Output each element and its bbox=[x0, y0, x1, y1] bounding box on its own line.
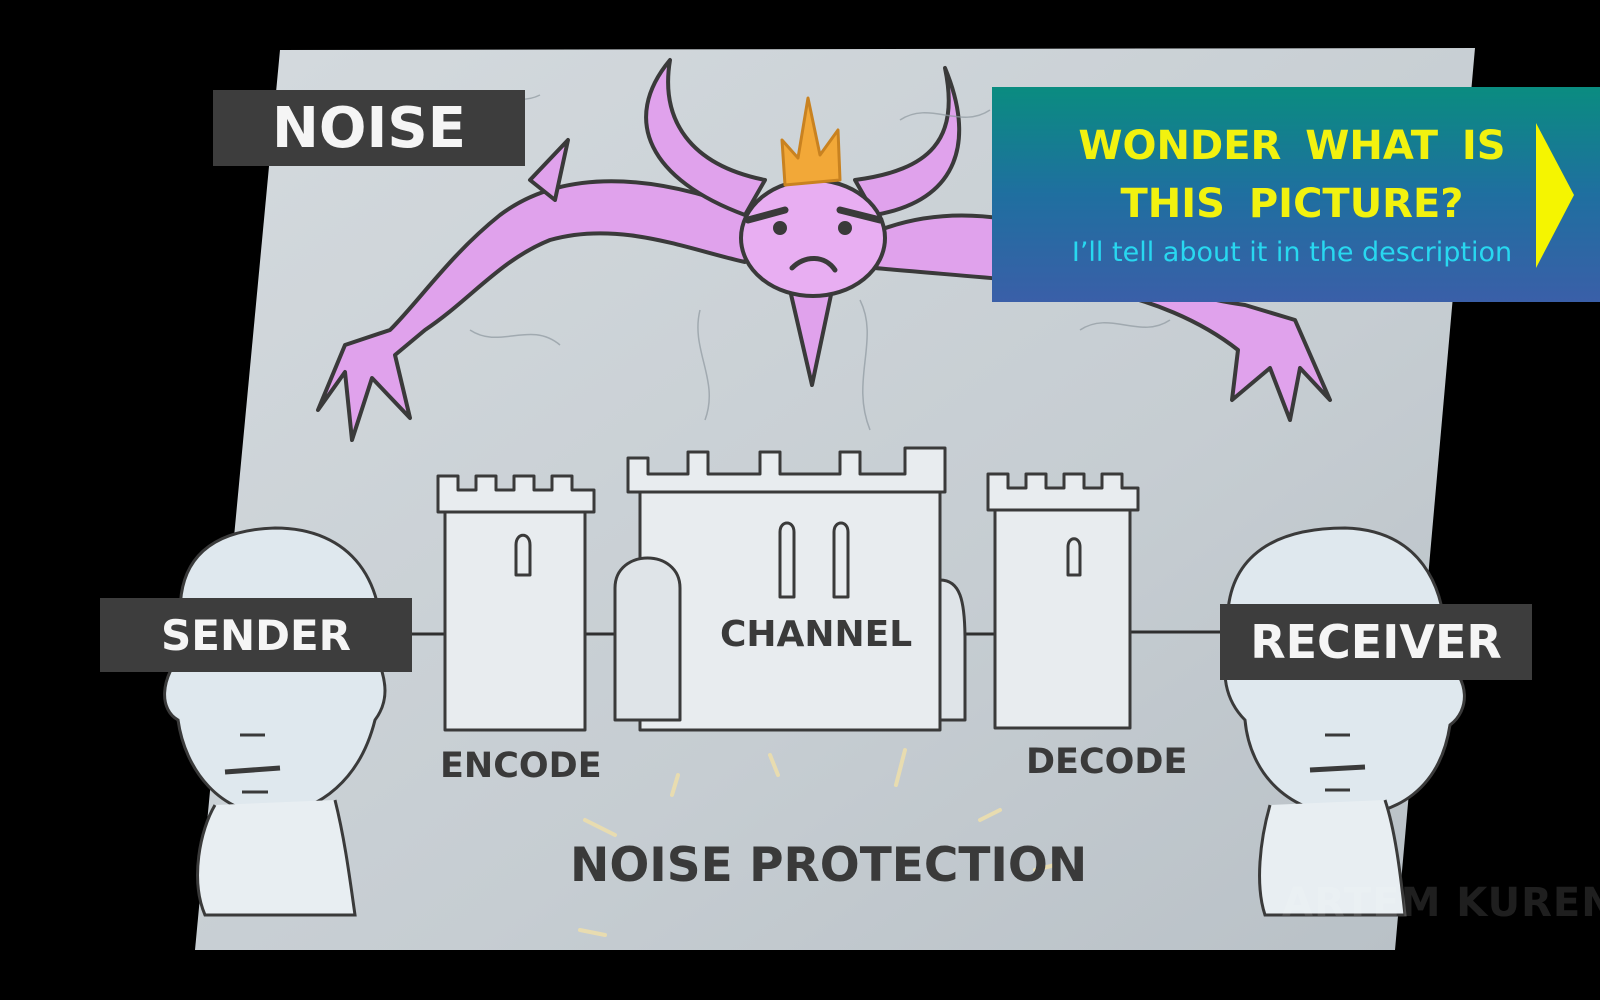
noise-protection-label: NOISE PROTECTION bbox=[570, 838, 1088, 893]
channel-label: CHANNEL bbox=[720, 614, 913, 655]
protection-sparks bbox=[578, 748, 1057, 937]
noise-label: NOISE bbox=[213, 90, 525, 166]
promo-banner[interactable]: WONDER WHAT IS THIS PICTURE? I’ll tell a… bbox=[992, 87, 1600, 302]
encode-label: ENCODE bbox=[440, 746, 602, 786]
noise-monster-illustration bbox=[316, 58, 1332, 442]
decode-tower bbox=[993, 508, 1132, 730]
promo-subtitle: I’ll tell about it in the description bbox=[1071, 237, 1513, 268]
promo-title-line-1: WONDER WHAT IS bbox=[1078, 123, 1506, 169]
castle-illustration bbox=[436, 446, 1140, 732]
sender-label: SENDER bbox=[100, 598, 412, 672]
decode-label: DECODE bbox=[1026, 742, 1188, 782]
receiver-label: RECEIVER bbox=[1220, 604, 1532, 680]
watermark: ARTEM KURENKOV bbox=[1282, 880, 1600, 926]
play-arrow-icon[interactable] bbox=[1536, 123, 1576, 268]
promo-title: WONDER WHAT IS THIS PICTURE? bbox=[1032, 117, 1552, 233]
receiver-head-illustration bbox=[1223, 526, 1466, 917]
promo-title-line-2: THIS PICTURE? bbox=[1120, 181, 1464, 227]
